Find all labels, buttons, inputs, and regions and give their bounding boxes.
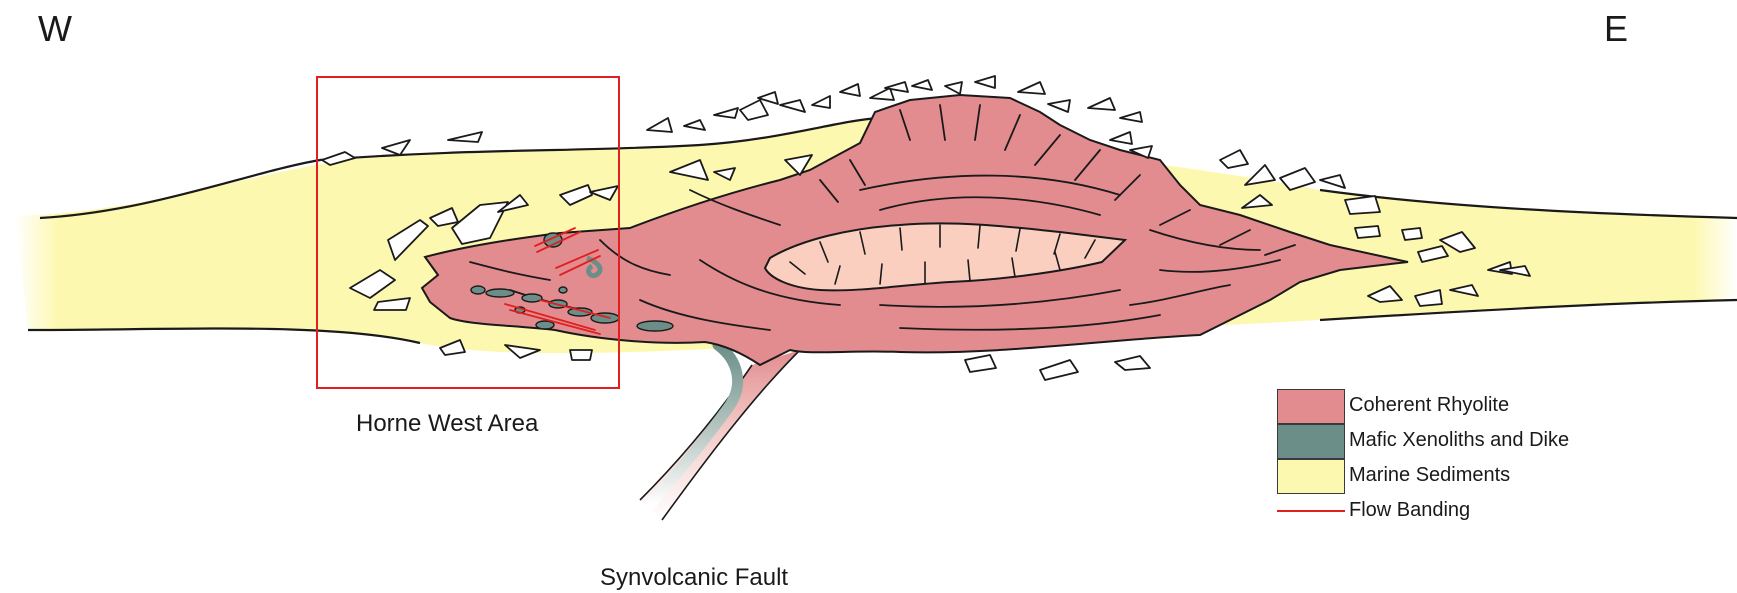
legend-swatch-sediments: [1277, 459, 1345, 494]
horne-west-area-label: Horne West Area: [356, 410, 538, 438]
legend-swatch-flow-banding: [1277, 510, 1345, 512]
west-label: W: [38, 8, 72, 50]
legend-swatch-mafic: [1277, 424, 1345, 459]
legend-label: Marine Sediments: [1349, 464, 1510, 487]
legend-label: Coherent Rhyolite: [1349, 394, 1509, 417]
legend-swatch-rhyolite: [1277, 389, 1345, 424]
legend-label: Mafic Xenoliths and Dike: [1349, 429, 1569, 452]
east-label: E: [1604, 8, 1628, 50]
synvolcanic-fault-label: Synvolcanic Fault: [600, 564, 788, 592]
legend-label: Flow Banding: [1349, 499, 1470, 522]
synvolcanic-fault: [640, 345, 800, 520]
